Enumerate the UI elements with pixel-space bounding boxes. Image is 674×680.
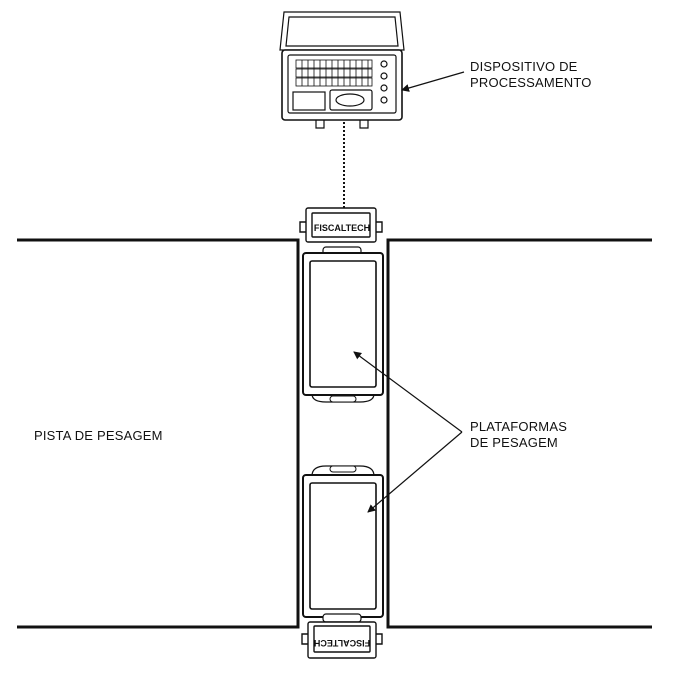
weighing-platforms-label-line2: DE PESAGEM bbox=[470, 435, 558, 450]
weighing-platforms-label-line1: PLATAFORMAS bbox=[470, 419, 568, 434]
bottom-brand-label: FISCALTECH bbox=[314, 638, 370, 648]
weighing-platform-1 bbox=[302, 246, 384, 403]
processing-device bbox=[279, 11, 405, 129]
track-boundaries bbox=[17, 238, 652, 629]
top-brand-label: FISCALTECH bbox=[314, 223, 370, 233]
track-top-left-edge bbox=[17, 238, 300, 629]
top-connector-box bbox=[299, 207, 383, 243]
leader-arrows bbox=[353, 71, 465, 513]
track-top-right-edge bbox=[386, 238, 652, 629]
weighing-platform-2 bbox=[302, 465, 384, 623]
device-arrow bbox=[401, 71, 465, 92]
device-keyboard bbox=[295, 59, 373, 87]
processing-device-label: DISPOSITIVO DE PROCESSAMENTO bbox=[470, 59, 592, 91]
processing-device-label-line1: DISPOSITIVO DE bbox=[470, 59, 578, 74]
platform-1-arrow bbox=[353, 351, 463, 433]
weighing-track-label: PISTA DE PESAGEM bbox=[34, 428, 163, 443]
weighing-platforms-label: PLATAFORMAS DE PESAGEM bbox=[470, 419, 567, 451]
platform-2-arrow bbox=[367, 431, 463, 513]
bottom-connector-box bbox=[301, 621, 383, 659]
processing-device-label-line2: PROCESSAMENTO bbox=[470, 75, 592, 90]
